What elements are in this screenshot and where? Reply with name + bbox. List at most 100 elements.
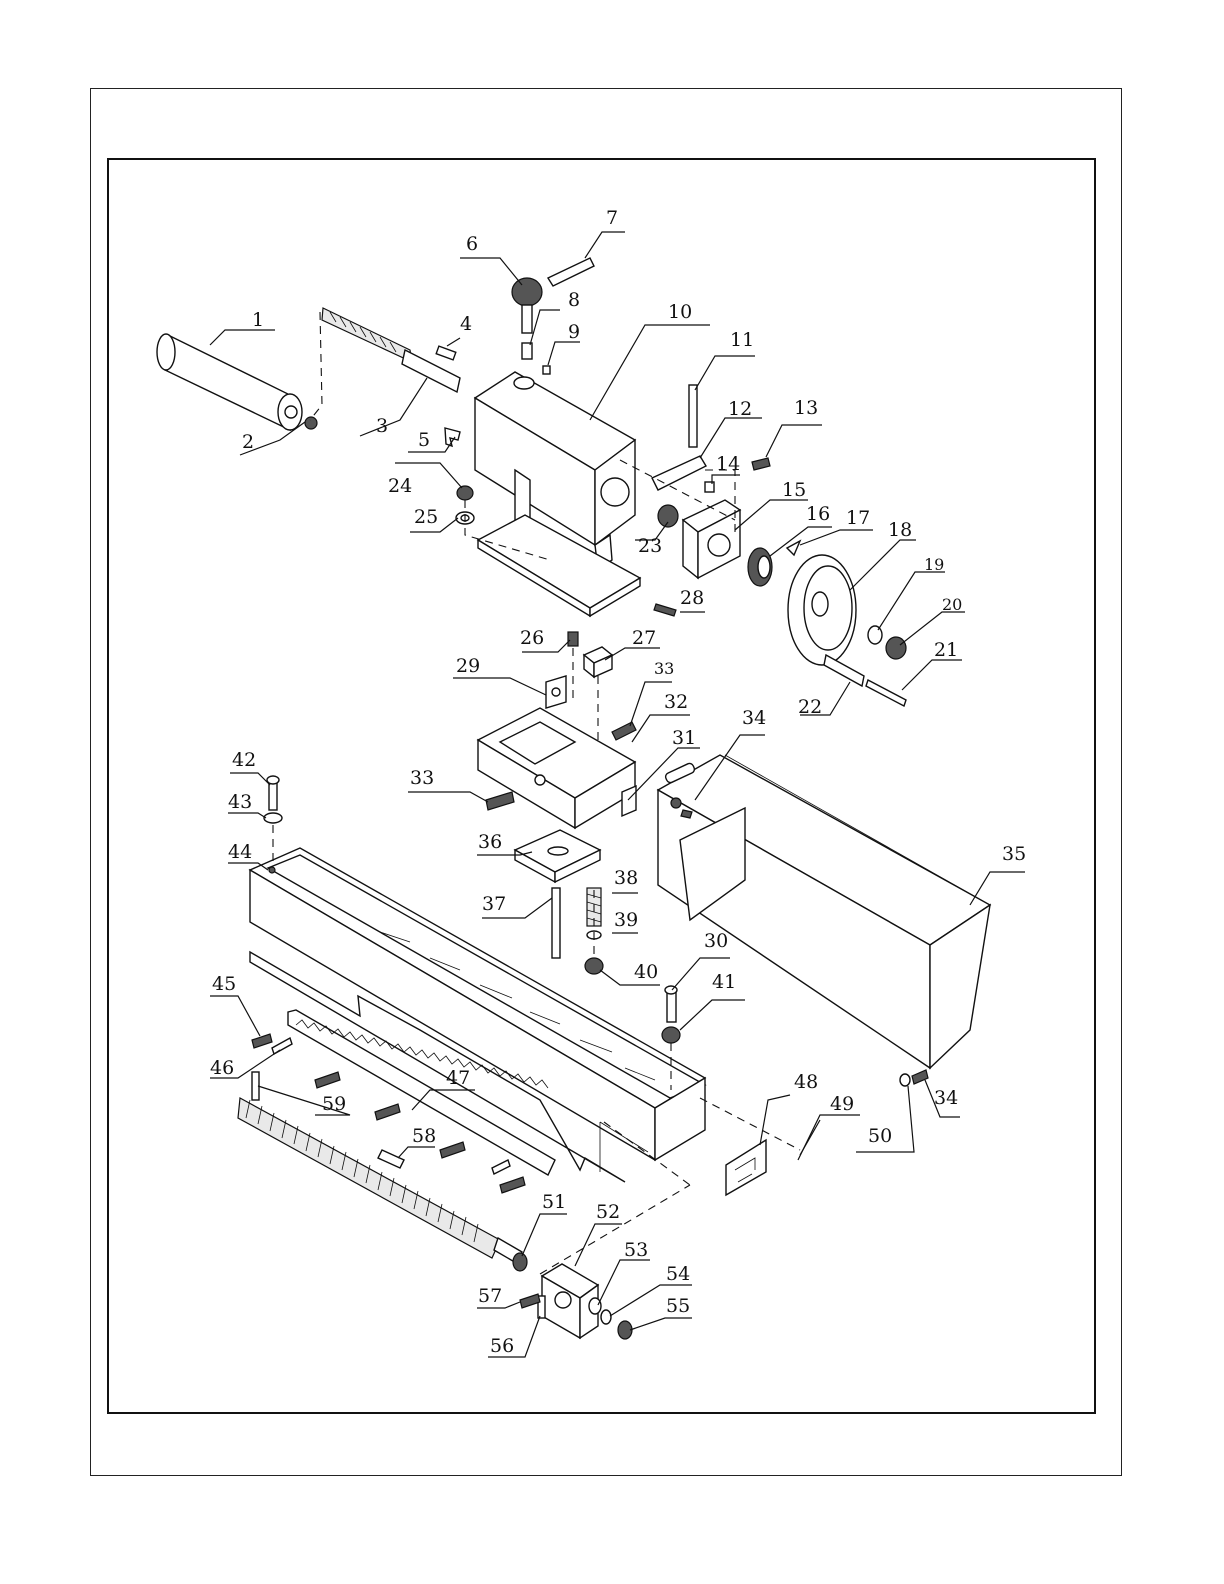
label-part-9: 9	[568, 321, 580, 343]
part-42-screw	[267, 776, 279, 810]
label-part-44: 44	[228, 841, 252, 863]
part-35-chip-tray	[658, 755, 990, 1068]
part-43-washer	[264, 813, 282, 823]
part-24-nut	[457, 486, 473, 500]
label-part-21: 21	[934, 639, 958, 661]
part-9-setscrew	[543, 366, 550, 374]
label-part-11: 11	[730, 329, 754, 351]
label-part-23: 23	[638, 535, 662, 557]
label-part-12: 12	[728, 398, 752, 420]
part-10-tailstock-body	[475, 372, 640, 616]
label-part-26: 26	[520, 627, 544, 649]
part-26-setscrew	[568, 632, 578, 646]
part-16-gear	[748, 548, 772, 586]
part-12-shaft	[652, 456, 706, 490]
label-part-28: 28	[680, 587, 704, 609]
label-part-49: 49	[830, 1093, 854, 1115]
part-8-stud	[522, 343, 532, 359]
label-part-46: 46	[210, 1057, 234, 1079]
part-2-screw	[305, 417, 317, 429]
label-part-17: 17	[846, 507, 870, 529]
part-53-washer	[589, 1298, 601, 1314]
part-48-motor-plate	[726, 1140, 766, 1195]
label-part-50: 50	[868, 1125, 892, 1147]
label-part-7: 7	[606, 207, 618, 229]
label-part-14: 14	[716, 453, 740, 475]
part-23-bushing	[658, 505, 678, 527]
part-17-key	[787, 541, 800, 555]
label-part-56: 56	[490, 1335, 514, 1357]
label-part-18: 18	[888, 519, 912, 541]
part-18-handwheel	[788, 555, 856, 665]
part-15-bracket	[683, 500, 740, 578]
part-5-gib	[445, 428, 460, 446]
label-part-34-right: 34	[934, 1087, 958, 1109]
part-19-washer	[868, 626, 882, 644]
label-part-3: 3	[376, 415, 388, 437]
label-part-30: 30	[704, 930, 728, 952]
label-part-42: 42	[232, 749, 256, 771]
label-part-13: 13	[794, 397, 818, 419]
label-part-27: 27	[632, 627, 656, 649]
part-37-stud	[552, 888, 560, 958]
part-33-screw-upper	[612, 722, 636, 740]
part-20-nut	[886, 637, 906, 659]
label-part-54: 54	[666, 1263, 690, 1285]
part-40-nut	[585, 958, 603, 974]
label-part-25: 25	[414, 506, 438, 528]
label-part-36: 36	[478, 831, 502, 853]
label-part-40: 40	[634, 961, 658, 983]
label-part-53: 53	[624, 1239, 648, 1261]
label-part-35: 35	[1002, 843, 1026, 865]
part-59-pin	[252, 1072, 259, 1100]
label-part-33-lower: 33	[410, 767, 434, 789]
part-21-bolt	[866, 680, 906, 706]
label-part-29: 29	[456, 655, 480, 677]
part-58-key	[378, 1150, 404, 1168]
label-part-55: 55	[666, 1295, 690, 1317]
part-55-nut	[618, 1321, 632, 1339]
part-11-pin	[689, 385, 697, 447]
label-part-38: 38	[614, 867, 638, 889]
label-part-8: 8	[568, 289, 580, 311]
part-31-plate	[622, 786, 636, 816]
label-part-16: 16	[806, 503, 830, 525]
part-50-washer	[900, 1074, 910, 1086]
part-54-washer	[601, 1310, 611, 1324]
part-6-lock-handle	[512, 278, 542, 333]
part-41-nut	[662, 1027, 680, 1043]
label-part-59: 59	[322, 1093, 346, 1115]
label-part-48: 48	[794, 1071, 818, 1093]
label-part-19: 19	[924, 555, 944, 574]
label-part-5: 5	[418, 429, 430, 451]
part-14-screw	[705, 482, 714, 492]
label-part-52: 52	[596, 1201, 620, 1223]
label-part-41: 41	[712, 971, 736, 993]
label-part-43: 43	[228, 791, 252, 813]
part-33-screw-lower	[486, 792, 514, 810]
label-part-33-upper: 33	[654, 659, 674, 678]
label-part-1: 1	[252, 309, 264, 331]
part-32-tailstock-base	[478, 708, 635, 828]
part-45-screw	[252, 1034, 272, 1048]
label-part-22: 22	[798, 696, 822, 718]
label-part-20: 20	[942, 595, 962, 614]
part-1-quill-cover	[157, 334, 302, 430]
label-part-32: 32	[664, 691, 688, 713]
label-part-2: 2	[242, 431, 254, 453]
label-part-15: 15	[782, 479, 806, 501]
label-part-4: 4	[460, 313, 472, 335]
part-27-lock-block	[584, 647, 612, 677]
label-part-6: 6	[466, 233, 478, 255]
part-22-handle	[824, 655, 864, 686]
part-28-screw	[654, 604, 676, 616]
part-7-handle-grip	[548, 258, 594, 286]
label-part-31: 31	[672, 727, 696, 749]
label-part-34-tray: 34	[742, 707, 766, 729]
label-part-58: 58	[412, 1125, 436, 1147]
part-29-clamp-block	[546, 676, 566, 708]
label-part-37: 37	[482, 893, 506, 915]
label-part-57: 57	[478, 1285, 502, 1307]
